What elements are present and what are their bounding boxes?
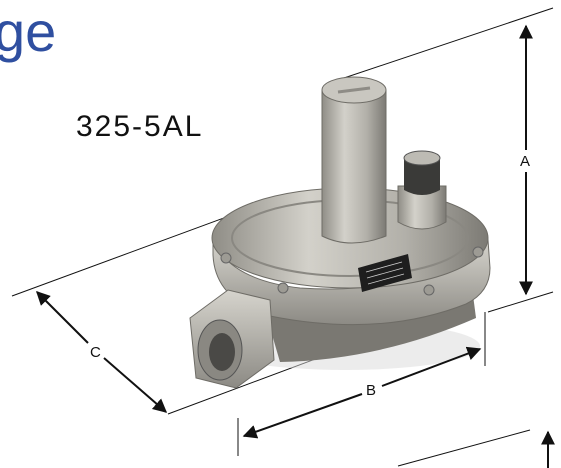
extension-line-bottom: [397, 429, 531, 467]
casing-bolt: [472, 246, 484, 258]
page-title: ge: [0, 0, 57, 63]
dimension-b-line: [242, 393, 363, 439]
nameplate-line: [366, 267, 404, 279]
extension-line-top: [337, 7, 554, 81]
vent-plug-hex: [404, 158, 440, 195]
inlet-bore: [209, 333, 235, 371]
casing-bolt: [220, 252, 232, 264]
casing-bolt: [423, 284, 435, 296]
dimension-c-line: [36, 291, 89, 344]
dimension-c: C: [36, 291, 168, 413]
dimension-a-label: A: [520, 153, 530, 170]
vent-plug-base: [397, 185, 447, 230]
dimension-b-line: [381, 346, 482, 387]
model-number: 325-5AL: [76, 110, 204, 143]
extension-line-a-bottom: [487, 291, 554, 313]
vent-plug-top: [403, 150, 441, 166]
regulator-illustration: [189, 76, 491, 389]
dimension-a: A: [519, 24, 533, 296]
nameplate-line: [365, 261, 403, 273]
dimension-c-label: C: [90, 344, 101, 361]
dimension-b: B: [242, 346, 482, 439]
casing-bolt: [277, 282, 289, 294]
spring-column: [321, 89, 387, 244]
dimension-b-label: B: [366, 382, 376, 399]
cap-slot: [337, 86, 371, 94]
dimension-c-line: [103, 357, 168, 413]
nameplate-line: [367, 273, 405, 285]
